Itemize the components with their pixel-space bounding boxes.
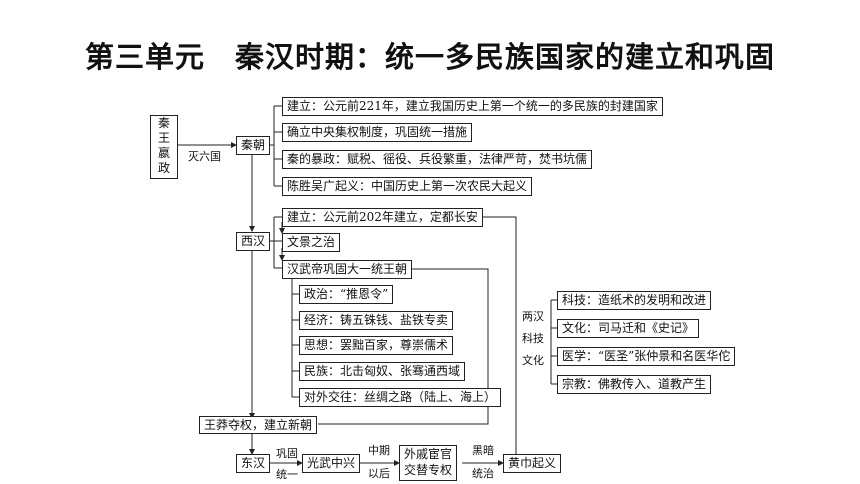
wudi-box: 汉武帝巩固大一统王朝: [282, 260, 413, 279]
tech-label-line: 科技: [522, 332, 544, 345]
qin-king-char: 嬴: [157, 146, 170, 160]
edge-label-conquer: 灭六国: [188, 150, 221, 163]
edge-label: 以后: [368, 467, 390, 480]
edge-label: 黑暗: [472, 444, 494, 457]
tech-item: 宗教：佛教传入、道教产生: [557, 375, 712, 394]
western-han-founding: 建立：公元前202年建立，定都长安: [282, 208, 483, 227]
page-title: 第三单元 秦汉时期：统一多民族国家的建立和巩固: [84, 40, 775, 74]
waiqi-box: 外戚宦官 交替专权: [399, 445, 458, 481]
wudi-item: 政治：“推恩令”: [299, 285, 394, 304]
wudi-item: 民族：北击匈奴、张骞通西域: [299, 362, 466, 381]
western-han-box: 西汉: [236, 232, 271, 251]
edge-label: 中期: [368, 444, 390, 457]
tech-item: 文化：司马迁和《史记》: [557, 319, 700, 338]
tech-item: 科技：造纸术的发明和改进: [557, 291, 712, 310]
waiqi-line: 交替专权: [404, 463, 453, 477]
waiqi-line: 外戚宦官: [404, 447, 453, 461]
guangwu-box: 光武中兴: [302, 454, 361, 473]
tech-label: 两汉 科技 文化: [518, 306, 548, 372]
qin-item: 陈胜吴广起义：中国历史上第一次农民大起义: [282, 177, 533, 196]
qin-king-box: 秦 王 嬴 政: [150, 115, 178, 179]
eastern-han-box: 东汉: [236, 454, 271, 473]
edge-label: 巩固: [276, 447, 298, 460]
wudi-item: 对外交往：丝绸之路（陆上、海上）: [299, 388, 502, 407]
edge-label: 统一: [276, 468, 298, 481]
qin-king-char: 王: [157, 131, 170, 145]
qin-item: 确立中央集权制度，巩固统一措施: [282, 123, 473, 142]
edge-label: 统治: [472, 467, 494, 480]
wudi-item: 思想：罢黜百家，尊崇儒术: [299, 336, 454, 355]
qin-item: 秦的暴政：赋税、徭役、兵役繁重，法律严苛，焚书坑儒: [282, 150, 593, 169]
tech-label-line: 两汉: [522, 310, 544, 323]
qin-king-char: 秦: [157, 116, 170, 130]
wenjing-box: 文景之治: [282, 233, 341, 252]
qin-item: 建立：公元前221年，建立我国历史上第一个统一的多民族的封建国家: [282, 97, 663, 116]
qin-dynasty-box: 秦朝: [236, 136, 271, 155]
wudi-item: 经济：铸五铢钱、盐铁专卖: [299, 311, 454, 330]
huangjin-box: 黄巾起义: [503, 454, 562, 473]
wangmang-box: 王莽夺权，建立新朝: [199, 416, 318, 434]
tech-item: 医学：“医圣”张仲景和名医华佗: [557, 347, 736, 366]
qin-king-char: 政: [157, 161, 170, 175]
tech-label-line: 文化: [522, 354, 544, 367]
